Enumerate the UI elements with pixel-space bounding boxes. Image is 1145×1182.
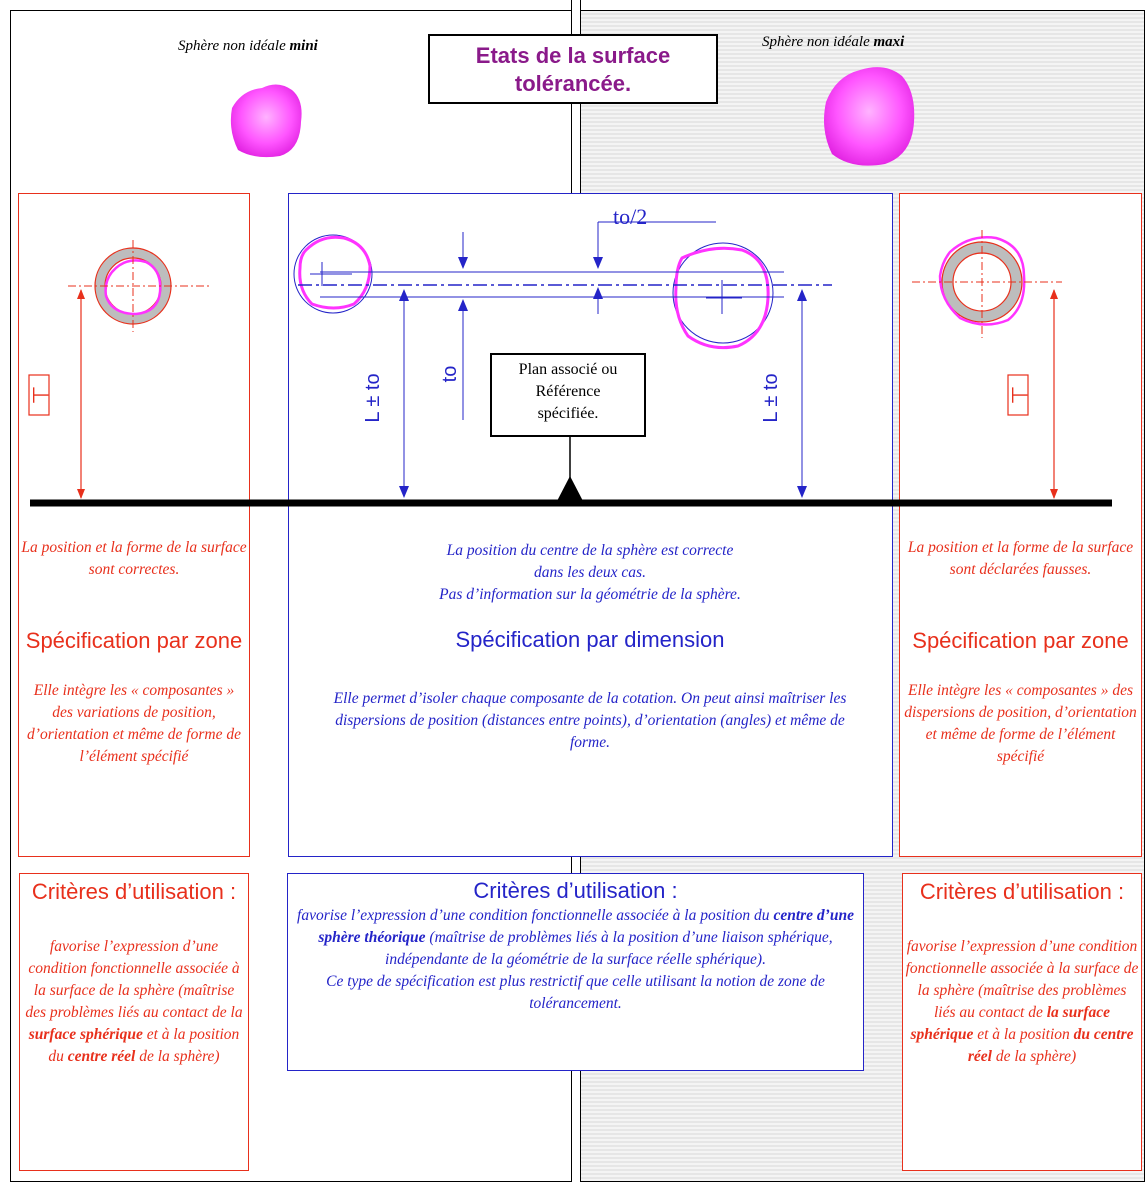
left-criteria-box [19, 873, 249, 1171]
right-criteria-text-c: de la sphère) [991, 1048, 1077, 1065]
center-criteria-text-b: (maîtrise de problèmes liés à la positio… [385, 929, 833, 968]
center-criteria-body: favorise l’expression d’une condition fo… [290, 905, 861, 1015]
datum-triangle [556, 476, 584, 503]
plan-associe-box: Plan associé ou Référence spécifiée. [490, 353, 646, 437]
right-zone-body: Elle intègre les « composantes » des dis… [904, 682, 1137, 765]
left-zone-heading: Spécification par zone [25, 628, 243, 653]
center-criteria-box [287, 873, 864, 1071]
label-to-half: to/2 [613, 204, 648, 229]
center-zone-heading: Spécification par dimension [455, 627, 725, 652]
title-box: Etats de la surface tolérancée. [428, 34, 718, 104]
caption-maxi-text: Sphère non idéale [762, 34, 874, 50]
right-zone-heading: Spécification par zone [912, 628, 1129, 653]
left-zone-statement: La position et la forme de la surface so… [21, 539, 247, 578]
right-zone-box [899, 193, 1142, 857]
center-criteria-strong-a: centre d’une sphère théorique [318, 907, 854, 946]
right-criteria-box [902, 873, 1142, 1171]
caption-mini: Sphère non idéale mini [178, 38, 318, 55]
perpendicularity-icon-right: ⊥ [1006, 385, 1031, 405]
maxi-sphere-blob [824, 67, 915, 166]
caption-mini-strong: mini [289, 38, 318, 54]
label-L-left: L ± to [362, 373, 384, 423]
center-criteria-heading: Critères d’utilisation : [473, 878, 678, 903]
center-criteria-text-c: Ce type de spécification est plus restri… [326, 973, 825, 1012]
label-L-right: L ± to [760, 373, 782, 423]
right-criteria-text-a: favorise l’expression d’une condition fo… [905, 938, 1139, 1021]
left-criteria-body: favorise l’expression d’une condition fo… [23, 936, 245, 1068]
left-criteria-text-c: de la sphère) [135, 1048, 220, 1065]
perpendicularity-icon-left: ⊥ [27, 385, 52, 405]
right-criteria-strong-a: la surface sphérique [910, 1004, 1111, 1043]
left-criteria-text-a: favorise l’expression d’une condition fo… [25, 938, 243, 1021]
label-to: to [439, 365, 461, 383]
right-criteria-strong-b: du centre réel [967, 1026, 1134, 1065]
center-dimension-drawing [293, 221, 832, 498]
right-zone-statement: La position et la forme de la surface so… [907, 539, 1134, 578]
mini-sphere-blob [230, 84, 302, 158]
caption-maxi-strong: maxi [873, 34, 905, 50]
left-criteria-strong-a: surface sphérique [28, 1026, 143, 1043]
right-criteria-heading: Critères d’utilisation : [919, 879, 1125, 904]
right-criteria-text-b: et à la position [973, 1026, 1074, 1043]
center-zone-statement: La position du centre de la sphère est c… [439, 542, 741, 603]
left-zone-sphere [28, 240, 210, 499]
right-zone-sphere [912, 230, 1062, 499]
caption-mini-text: Sphère non idéale [178, 38, 290, 54]
caption-maxi: Sphère non idéale maxi [762, 34, 904, 51]
left-criteria-heading: Critères d’utilisation : [31, 879, 237, 904]
left-criteria-text-b: et à la position du [48, 1026, 240, 1065]
center-criteria-text-a: favorise l’expression d’une condition fo… [297, 907, 774, 924]
left-zone-body: Elle intègre les « composantes » des var… [27, 682, 241, 765]
center-zone-body: Elle permet d’isoler chaque composante d… [333, 690, 847, 751]
left-criteria-strong-b: centre réel [67, 1048, 136, 1065]
center-zone-box [288, 193, 893, 857]
right-criteria-body: favorise l’expression d’une condition fo… [905, 936, 1139, 1068]
